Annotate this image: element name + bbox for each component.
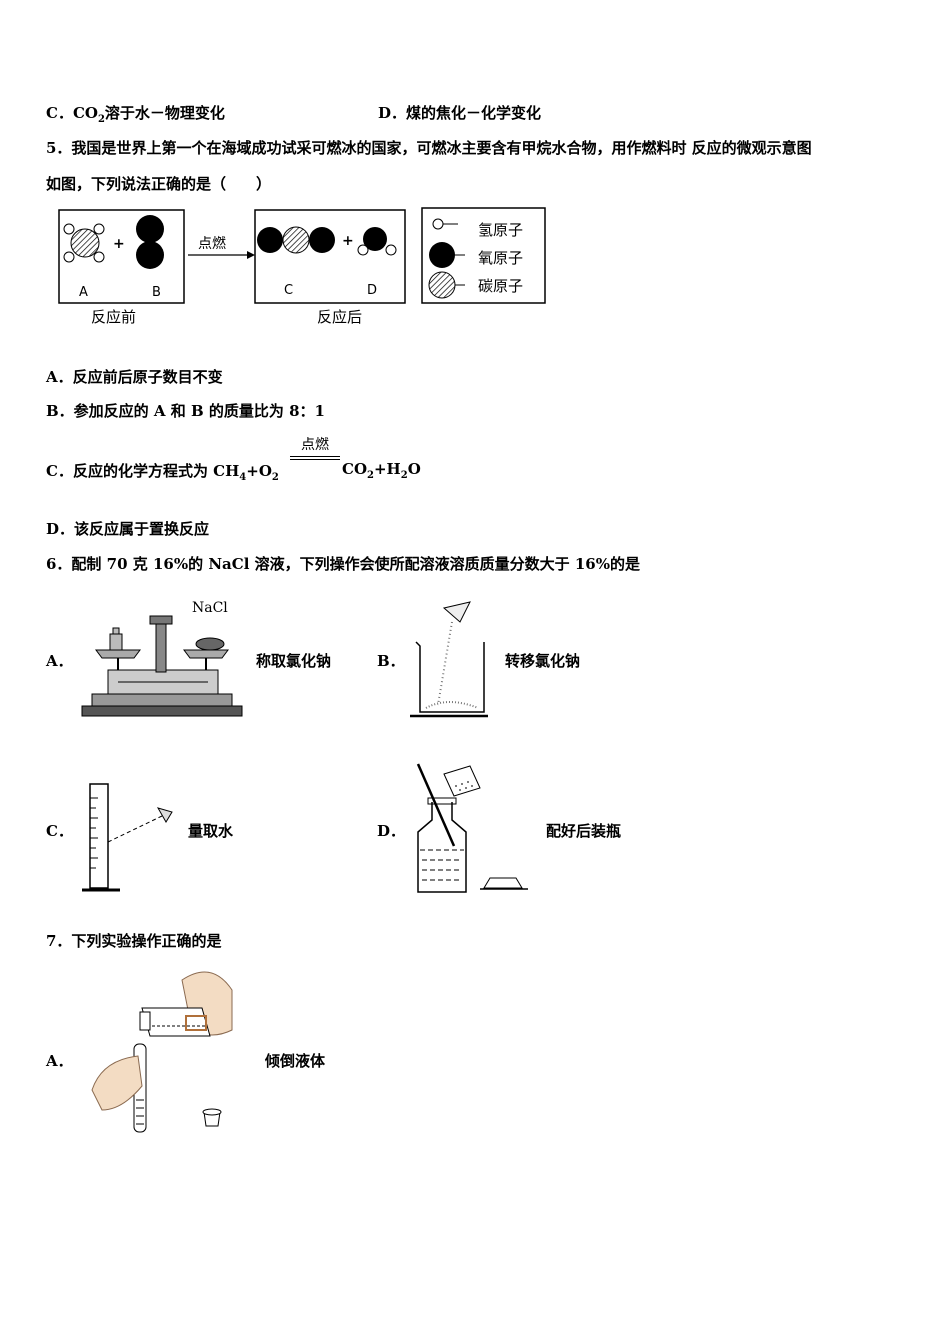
svg-text:+: + [113, 236, 125, 252]
pouring-liquid-figure [82, 960, 242, 1140]
bottle-figure [410, 762, 535, 896]
label-b: B [152, 285, 161, 300]
beaker-transfer-figure [408, 600, 498, 722]
q7-option-a-caption: 倾倒液体 [265, 1052, 326, 1070]
q5-option-c: C．反应的化学方程式为 CH4+O2 [46, 462, 279, 483]
before-box [58, 209, 185, 304]
q6-option-c-caption: 量取水 [188, 822, 234, 840]
q5-stem-line2: 如图，下列说法正确的是（ ） [46, 175, 272, 193]
legend-box [421, 207, 546, 304]
q5-option-c-products: CO2+H2O [342, 460, 421, 481]
legend-hydrogen: 氢原子 [478, 221, 524, 239]
q6-option-c-letter: C． [46, 822, 73, 840]
q6-option-d-letter: D． [377, 822, 406, 840]
q5-reaction-condition: 点燃 [290, 434, 340, 460]
q6-option-d-caption: 配好后装瓶 [546, 822, 622, 840]
q5-option-b: B．参加反应的 A 和 B 的质量比为 8：1 [46, 402, 325, 420]
label-c: C [284, 283, 294, 298]
label-d: D [367, 283, 378, 298]
pouring-svg [91, 971, 233, 1133]
after-label: 反应后 [317, 308, 363, 326]
q5-option-a: A．反应前后原子数目不变 [46, 368, 223, 386]
reaction-svg: + + [58, 207, 546, 304]
q4-option-d: D．煤的焦化－化学变化 [378, 104, 542, 122]
molecule-a-methane [63, 223, 105, 263]
bottle-svg [416, 763, 528, 893]
q5-reaction-diagram: + + 点燃 A B C D [55, 205, 555, 330]
q7-option-a-letter: A． [46, 1052, 73, 1070]
svg-text:+: + [342, 233, 354, 249]
q6-option-b-caption: 转移氯化钠 [505, 652, 581, 670]
molecule-c-co2 [257, 226, 335, 254]
balance-figure: NaCl [78, 598, 246, 720]
q5-option-d: D．该反应属于置换反应 [46, 520, 210, 538]
graduated-cylinder-figure [80, 778, 180, 896]
after-box [254, 209, 406, 304]
q6-option-a-caption: 称取氯化钠 [256, 652, 332, 670]
legend-carbon: 碳原子 [478, 277, 524, 295]
cylinder-svg [82, 783, 173, 892]
label-a: A [79, 285, 88, 300]
q4-option-c: C．CO2溶于水－物理变化 [46, 104, 225, 125]
q6-option-b-letter: B． [377, 652, 405, 670]
nacl-label: NaCl [192, 600, 228, 616]
legend-oxygen: 氧原子 [478, 249, 524, 267]
q5-stem-line1: 5．我国是世界上第一个在海域成功试采可燃冰的国家，可燃冰主要含有甲烷水合物，用作… [46, 139, 812, 157]
balance-svg [81, 615, 243, 717]
q7-stem: 7．下列实验操作正确的是 [46, 932, 222, 950]
q6-stem: 6．配制 70 克 16%的 NaCl 溶液，下列操作会使所配溶液溶质质量分数大… [46, 555, 640, 573]
before-label: 反应前 [91, 308, 137, 326]
q6-option-a-letter: A． [46, 652, 73, 670]
molecule-b-oxygen [136, 215, 164, 269]
arrow-condition-label: 点燃 [198, 236, 226, 252]
beaker-svg [410, 601, 488, 718]
molecule-d-water [357, 227, 397, 256]
